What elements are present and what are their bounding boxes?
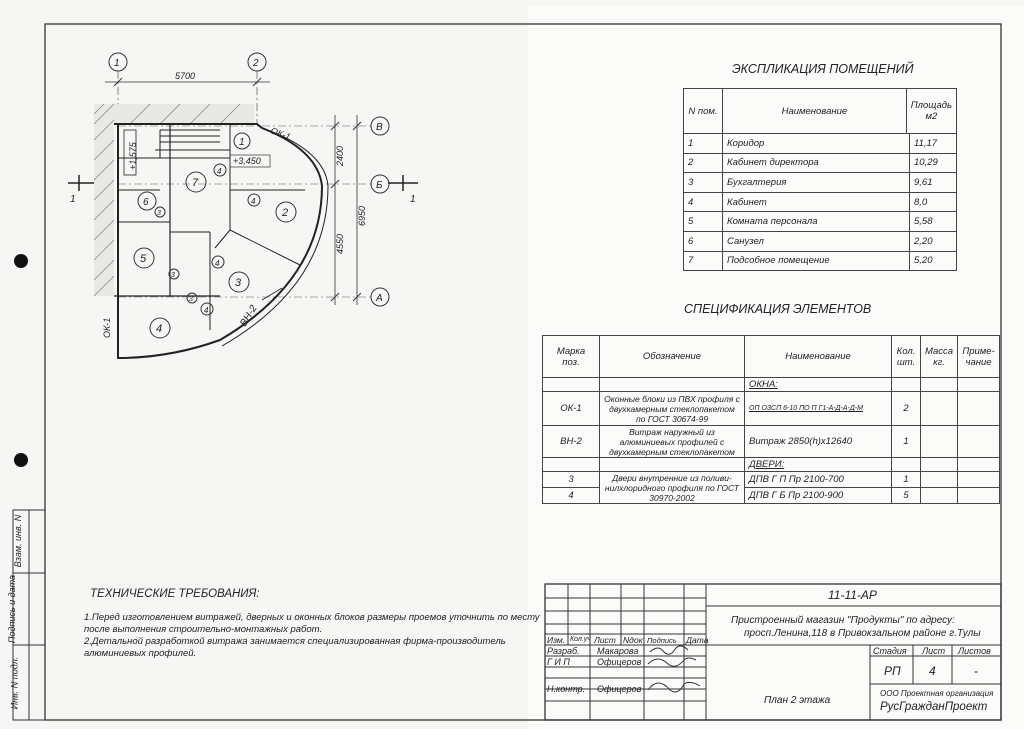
explication-cell-name: Подсобное помещение xyxy=(722,250,910,272)
tb-r2-name: Офицеров xyxy=(597,657,642,667)
spec-header-mass: Масса кг. xyxy=(919,335,959,378)
spec-row2-desig: Витраж наружный из алюминиевых профилей … xyxy=(599,425,745,458)
spec-header-name: Наименование xyxy=(744,335,892,378)
binder-hole-2 xyxy=(14,453,28,467)
explication-header-num: N пом. xyxy=(683,88,723,134)
tb-h-date: Дата xyxy=(686,635,709,645)
room-7: 7 xyxy=(192,177,199,189)
tb-desc-1: Пристроенный магазин "Продукты" по адрес… xyxy=(731,615,955,626)
door-mark-4c: 4 xyxy=(215,259,220,268)
tb-sheets-header: Листов xyxy=(958,646,991,656)
tech-line-3: 2.Детальной разработкой витража занимает… xyxy=(84,636,506,647)
level-1575: +1,575 xyxy=(128,141,138,170)
spec-header-qty: Кол. шт. xyxy=(891,335,921,378)
tb-h-kol: Кол.уч xyxy=(570,636,591,643)
tb-r2-role: Г И П xyxy=(547,657,570,667)
spec-row1-mark: ОК-1 xyxy=(542,391,600,426)
tb-r3-role: Н.контр. xyxy=(547,684,586,694)
spec-row2-qty: 1 xyxy=(891,425,921,458)
explication-header-name: Наименование xyxy=(722,88,907,134)
explication-cell-area: 5,20 xyxy=(909,250,957,272)
door-mark-3b: 3 xyxy=(171,272,175,279)
window-ok1-side: ОК-1 xyxy=(102,318,112,338)
signature-2 xyxy=(647,657,697,667)
room-6: 6 xyxy=(143,197,149,208)
tb-stage-header: Стадия xyxy=(873,646,907,656)
building-outline xyxy=(114,123,329,360)
signature-1 xyxy=(649,645,689,655)
tb-code: 11-11-АР xyxy=(828,588,877,602)
room-5: 5 xyxy=(140,253,147,265)
room-2: 2 xyxy=(281,207,288,219)
tb-sheet: 4 xyxy=(929,664,936,678)
dim-5700: 5700 xyxy=(175,71,195,81)
spec-row4-name: ДПВ Г Б Пр 2100-900 xyxy=(744,487,892,504)
axis-b-label: Б xyxy=(376,180,383,191)
tb-h-sign: Подпись xyxy=(647,636,677,645)
door-mark-4b: 4 xyxy=(251,197,256,206)
room-4: 4 xyxy=(156,323,162,335)
spec-row1-desig: Оконные блоки из ПВХ профиля с двухкамер… xyxy=(599,391,745,426)
tech-line-4: алюминиевых профилей. xyxy=(84,648,197,659)
door-mark-4d: 4 xyxy=(204,306,209,315)
tb-h-list: Лист xyxy=(594,635,616,645)
door-mark-3c: 3 xyxy=(189,296,193,303)
axis-1-label: 1 xyxy=(114,58,120,69)
spec-row1-name: ОП ОЗСП 6-10 ПО П Г1-А-Д-А-Д-М xyxy=(744,391,892,426)
tb-org-2: РусГражданПроект xyxy=(880,701,988,713)
tech-title: ТЕХНИЧЕСКИЕ ТРЕБОВАНИЯ: xyxy=(90,588,260,600)
signature-3 xyxy=(647,681,701,693)
tb-sheets: - xyxy=(974,664,978,678)
spec-row4-mark: 4 xyxy=(542,487,600,504)
explication-title: ЭКСПЛИКАЦИЯ ПОМЕЩЕНИЙ xyxy=(732,62,914,76)
tech-line-1: 1.Перед изготовлением витражей, дверных … xyxy=(84,612,540,623)
dim-4550: 4550 xyxy=(335,234,345,254)
tb-org-1: ООО Проектная организация xyxy=(880,689,994,698)
tb-r1-name: Макарова xyxy=(597,646,639,656)
spec-table: Марка поз. Обозначение Наименование Кол.… xyxy=(542,335,1000,504)
axis-2-label: 2 xyxy=(252,58,259,69)
tb-drawing-name: План 2 этажа xyxy=(764,695,831,706)
tb-r3-name: Офицеров xyxy=(597,684,642,694)
axis-2: 2 xyxy=(247,52,267,125)
spec-row2-name: Витраж 2850(h)x12640 xyxy=(744,425,892,458)
room-3: 3 xyxy=(235,277,242,289)
explication-header-area: Площадь м2 xyxy=(905,88,958,134)
dim-6950: 6950 xyxy=(357,206,367,226)
axis-a-label: А xyxy=(375,293,383,304)
door-mark-4a: 4 xyxy=(217,167,222,176)
door-mark-3a: 3 xyxy=(157,210,161,217)
dim-2400: 2400 xyxy=(335,146,345,167)
floor-plan: 1 2 В Б А 5700 2400 4550 6950 1 1 xyxy=(68,52,418,360)
axis-v-label: В xyxy=(376,122,383,133)
tb-desc-2: просп.Ленина,118 в Привокзальном районе … xyxy=(744,628,981,639)
room-1: 1 xyxy=(239,137,245,148)
section-mark-left: 1 xyxy=(70,194,76,205)
tb-stage: РП xyxy=(884,664,901,678)
tb-r1-role: Разраб. xyxy=(547,646,580,656)
explication-table: N пом. Наименование Площадь м2 xyxy=(683,88,958,134)
explication-cell-area: 2,20 xyxy=(909,230,957,252)
explication-cell-area: 10,29 xyxy=(909,152,957,174)
binder-hole-1 xyxy=(14,254,28,268)
existing-wall-hatch xyxy=(93,103,254,297)
spec-title: СПЕЦИФИКАЦИЯ ЭЛЕМЕНТОВ xyxy=(684,302,872,316)
tech-line-2: после выполнения строительно-монтажных р… xyxy=(84,624,323,635)
tb-h-izm: Изм. xyxy=(547,635,566,645)
tb-h-ndok: Nдок xyxy=(623,635,643,645)
level-3450: +3,450 xyxy=(233,156,261,166)
spec-row3-desig: Двери внутренние из поливи- нилхлоридног… xyxy=(599,471,745,504)
spec-header-desig: Обозначение xyxy=(599,335,745,378)
section-mark-right: 1 xyxy=(410,194,416,205)
tb-sheet-header: Лист xyxy=(922,646,946,656)
